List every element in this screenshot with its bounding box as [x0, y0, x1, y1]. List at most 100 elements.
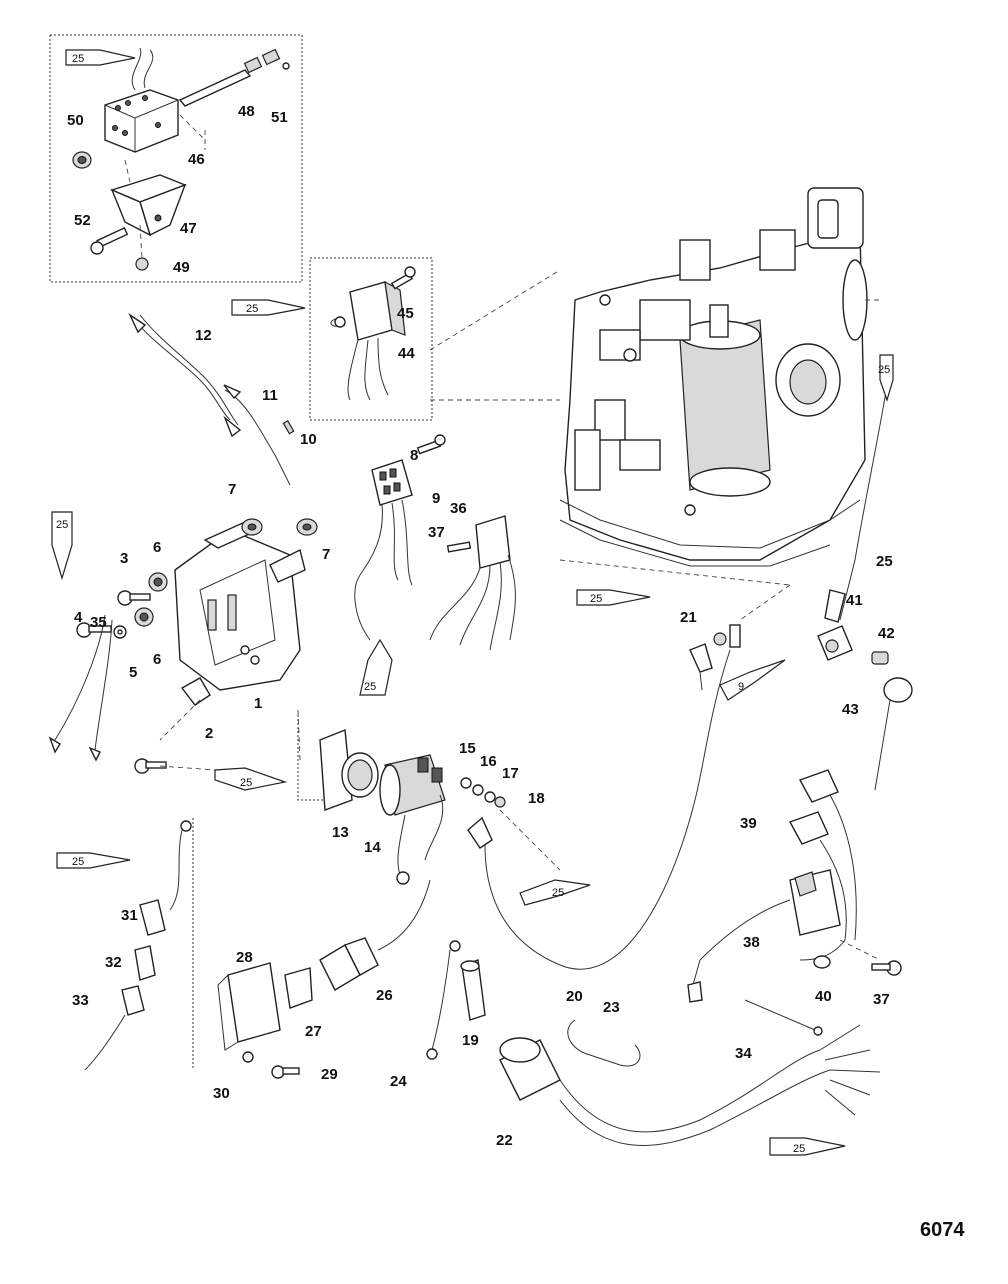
- part-label-37b: 37: [873, 991, 890, 1008]
- rectifier-module: [330, 280, 406, 401]
- part-label-38: 38: [743, 934, 760, 951]
- sealant-tube-label: 25: [246, 303, 258, 315]
- part-label-52: 52: [74, 212, 91, 229]
- part-label-3: 3: [120, 550, 128, 567]
- bracket-nut: [135, 257, 149, 271]
- bushing-7b: [296, 518, 318, 536]
- starter-solenoid-14: [379, 754, 446, 885]
- part-label-29: 29: [321, 1066, 338, 1083]
- part-label-43: 43: [842, 701, 859, 718]
- part-number-labels: 1 2 3 4 5 6 6 7 7 8 9 10 11 12 13 14 15 …: [67, 103, 895, 1149]
- part-label-25: 25: [876, 553, 893, 570]
- terminal-27: [284, 967, 313, 1009]
- sealant-tube-callout-c: 25: [51, 511, 73, 581]
- clip-23: [567, 1019, 641, 1067]
- boot-21-connector: [689, 624, 741, 691]
- sealant-tube-callout-d: 25: [878, 354, 894, 402]
- part-label-34: 34: [735, 1045, 752, 1062]
- part-label-8: 8: [410, 447, 418, 464]
- part-label-22: 22: [496, 1132, 513, 1149]
- part-label-35: 35: [90, 614, 107, 631]
- sealant-tube-callout-e: 25: [576, 589, 651, 606]
- rubber-grommet: [72, 151, 92, 169]
- part-label-41: 41: [846, 592, 863, 609]
- sealant-tube-label: 25: [240, 777, 252, 789]
- washer-17: [484, 791, 496, 803]
- wiring-harness-connector-26: [319, 879, 431, 991]
- washer-30: [242, 1051, 254, 1063]
- screw-9: [416, 434, 446, 455]
- part-label-4: 4: [74, 609, 83, 626]
- main-harness-22: [499, 1024, 881, 1146]
- part-label-6a: 6: [153, 539, 161, 556]
- part-label-14: 14: [364, 839, 381, 856]
- clamp-40: [813, 955, 831, 969]
- sealant-tube-label: 25: [72, 856, 84, 868]
- part-label-48: 48: [238, 103, 255, 120]
- part-label-11: 11: [262, 387, 278, 404]
- part-label-37a: 37: [428, 524, 445, 541]
- screw-lower: [134, 758, 167, 774]
- part-label-47: 47: [180, 220, 197, 237]
- part-label-28: 28: [236, 949, 253, 966]
- sealant-tube-callout-j: 25: [769, 1137, 846, 1156]
- wire-11: [223, 384, 291, 486]
- screw-29: [271, 1065, 300, 1079]
- washer-5: [113, 625, 127, 639]
- screw-37b: [871, 960, 902, 976]
- part-label-10: 10: [300, 431, 317, 448]
- part-label-21: 21: [680, 609, 697, 626]
- part-label-5: 5: [129, 664, 137, 681]
- sealant-tube-label: 25: [878, 364, 890, 376]
- sealant-tube-callout-h: 25: [56, 852, 131, 869]
- inset-box-solenoid-assembly: [49, 34, 303, 283]
- sealant-tube-label: 25: [793, 1143, 805, 1155]
- clip-2: [180, 677, 211, 706]
- sealant-tube-callout-i: 25: [519, 879, 591, 906]
- part-label-24: 24: [390, 1073, 407, 1090]
- boot-19: [460, 959, 486, 1021]
- part-label-7b: 7: [322, 546, 330, 563]
- part-label-32: 32: [105, 954, 122, 971]
- part-label-6b: 6: [153, 651, 161, 668]
- battery-cable-24: [426, 940, 461, 1060]
- sealant-tube-callout-a: 25: [65, 49, 136, 66]
- bracket-screw: [90, 227, 129, 255]
- part-label-51: 51: [271, 109, 288, 126]
- ground-wire-35: [48, 614, 113, 762]
- sealant-tube-callout-9: 9: [719, 659, 786, 701]
- part-label-42: 42: [878, 625, 895, 642]
- fuse-holder-assembly: [84, 820, 192, 1071]
- sealant-tube-callout-g: 25: [214, 767, 288, 791]
- part-label-50: 50: [67, 112, 84, 129]
- part-label-36: 36: [450, 500, 467, 517]
- screw-37a: [446, 541, 472, 553]
- part-label-27: 27: [305, 1023, 322, 1040]
- sealant-tube-label: 25: [364, 681, 376, 693]
- ignition-coil-38: [687, 869, 841, 1003]
- part-label-39: 39: [740, 815, 757, 832]
- pin-10: [282, 419, 295, 435]
- part-label-33: 33: [72, 992, 89, 1009]
- boot-43: [874, 677, 913, 791]
- solenoid-boot-13: [319, 729, 379, 811]
- nut-18: [494, 796, 506, 808]
- part-label-40: 40: [815, 988, 832, 1005]
- figure-number: 6074: [920, 1219, 965, 1241]
- part-label-26: 26: [376, 987, 393, 1004]
- grommet-6b: [134, 607, 154, 627]
- part-label-13: 13: [332, 824, 349, 841]
- part-label-20: 20: [566, 988, 583, 1005]
- part-label-49: 49: [173, 259, 190, 276]
- spark-plug-leads-39: [788, 769, 857, 961]
- solenoid-mounting-bracket: [109, 174, 187, 237]
- inset-box-rectifier: [309, 257, 433, 421]
- switch-box-8: [359, 459, 413, 586]
- washer-16: [472, 784, 484, 796]
- bushing-7a: [241, 518, 263, 536]
- tie-strap-34: [744, 999, 823, 1036]
- wire-harness-12: [128, 313, 242, 438]
- screw-3: [117, 590, 151, 606]
- part-label-16: 16: [480, 753, 497, 770]
- solenoid-block: [104, 47, 179, 153]
